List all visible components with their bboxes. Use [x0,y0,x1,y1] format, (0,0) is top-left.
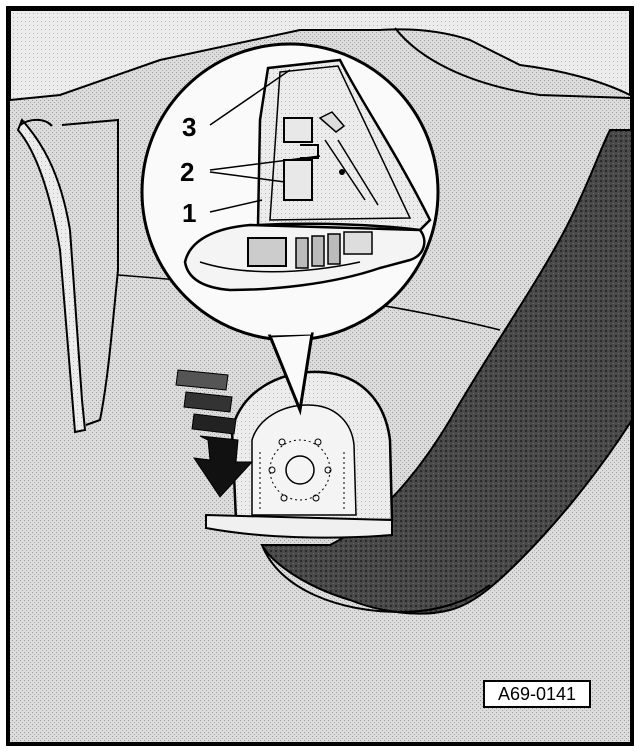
mounting-holes [268,438,332,502]
cover-base-lip [205,513,393,539]
pillar-side-edge [61,118,119,426]
center-hole [285,455,315,485]
cover-cap-face [251,404,357,516]
figure-id-box [483,680,591,708]
pillar-top-edge [19,118,53,127]
clip-upper [283,117,313,143]
callout-label-2: 2 [180,157,194,187]
tray-inner-edge [199,261,361,273]
clip-hook [318,111,346,133]
connector-pins [295,231,373,269]
leader-line-2a [209,155,321,171]
leader-line-3 [209,69,291,126]
upper-trim-panel [9,9,631,102]
figure-id-label: A69-0141 [498,684,576,704]
clip-lower [283,159,313,201]
hole-ring [269,439,331,501]
callout-label-3: 3 [182,112,196,142]
dark-fabric-cover [260,129,633,615]
detail-view: 3 2 1 [180,58,432,292]
down-arrow-icon [175,369,254,498]
callout-label-1: 1 [182,198,196,228]
connector-block [247,237,287,267]
leader-line-1 [209,199,263,213]
leader-line-2b [209,171,286,183]
housing-inner-edge [269,65,412,221]
rivet [339,169,345,175]
trim-edge-line [394,27,631,99]
left-pillar [16,118,87,434]
rail-lines [324,139,379,206]
fabric-fold-line [261,544,491,614]
magnifier-pointer-join [270,329,312,336]
